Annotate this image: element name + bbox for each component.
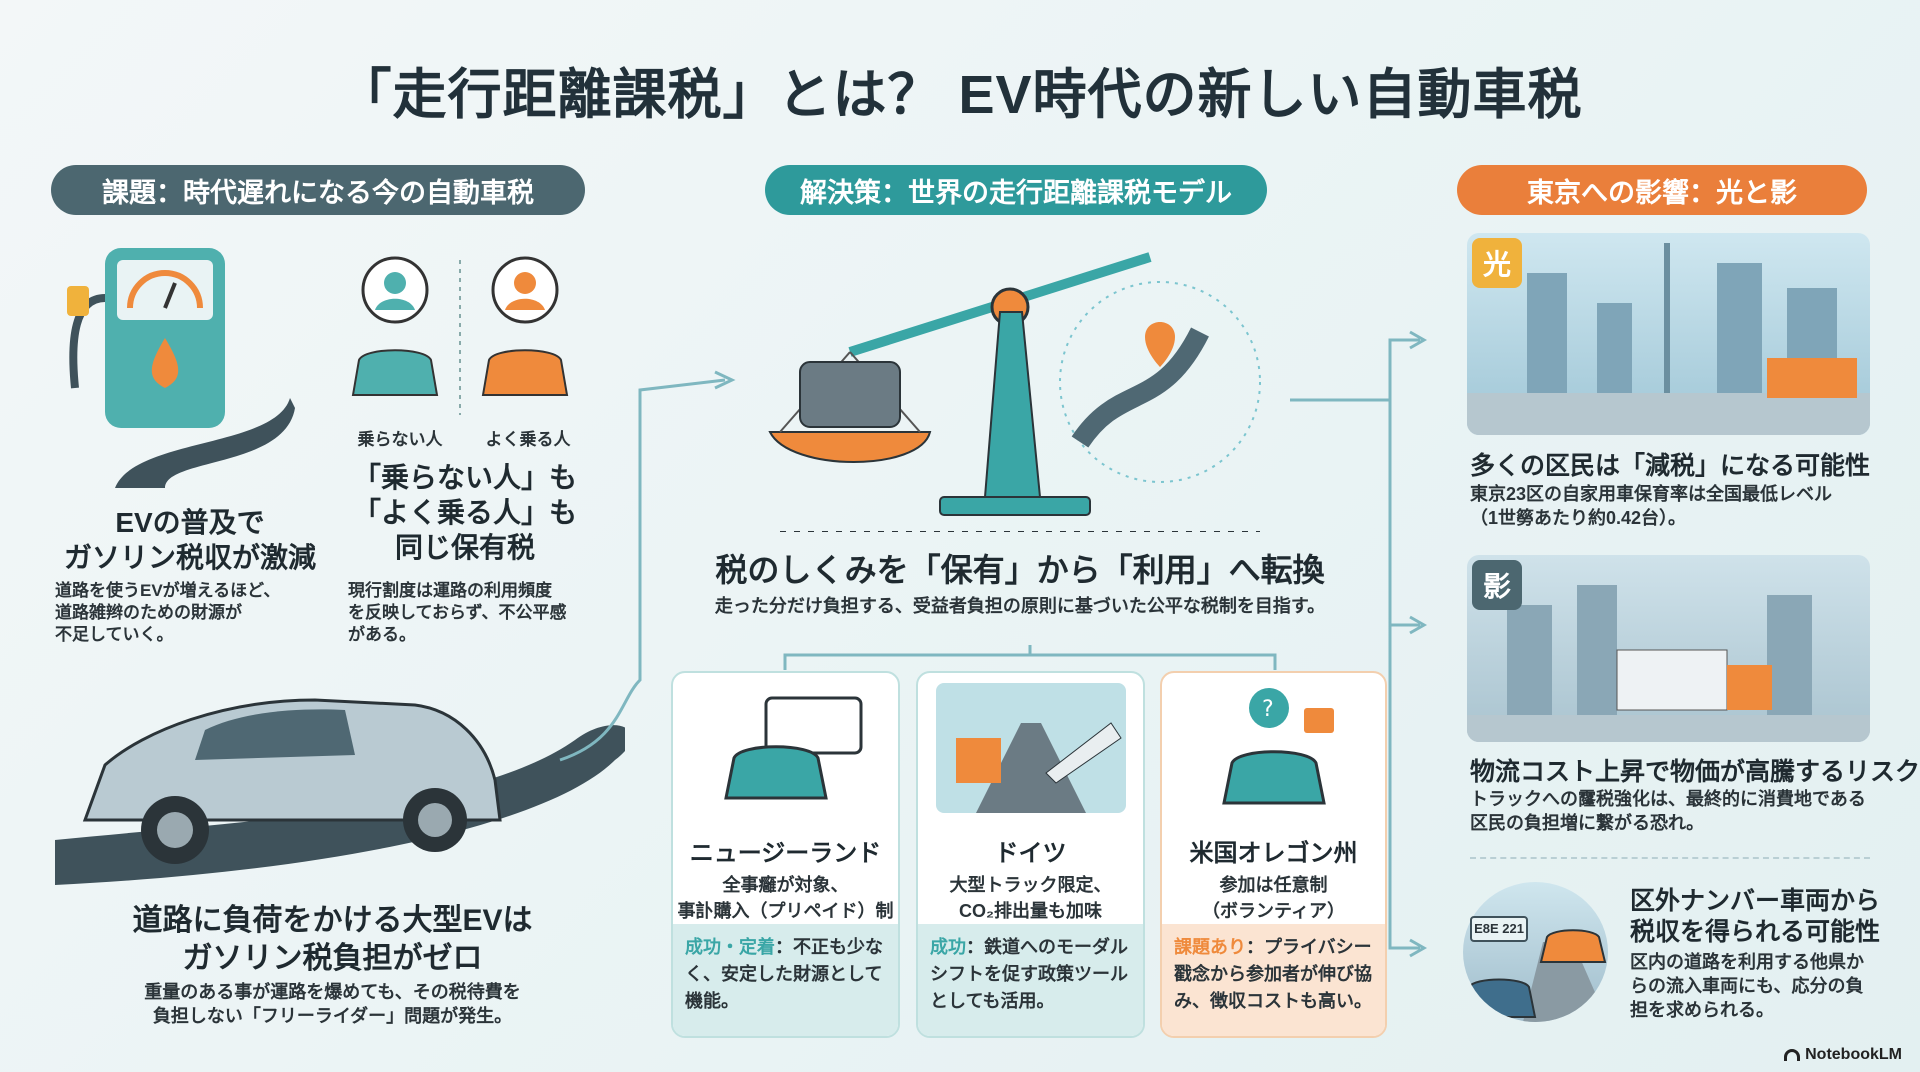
logistics-truck-shadow-photo xyxy=(1467,555,1870,742)
shadow-heading: 物流コスト上昇で物価が高騰するリスク xyxy=(1470,758,1920,786)
outside-vehicle-icon xyxy=(1463,882,1608,1022)
solution-heading: 税のしくみを「保有」から「利用」へ転換 xyxy=(715,552,1325,588)
page-title: 「走行距離課税」とは？ EV時代の新しい自動車税 xyxy=(337,65,1583,125)
notebooklm-branding: NotebookLM xyxy=(1784,1046,1902,1064)
two-drivers-icon xyxy=(351,256,569,415)
tokyo-city-light-photo xyxy=(1467,233,1870,435)
light-tag: 光 xyxy=(1472,238,1522,288)
problem2-body: 現行割度は運路の利用頻度を反映しておらず、不公平感がある。 xyxy=(348,581,567,644)
license-plate-bubble: E8E 221 xyxy=(1470,916,1528,942)
problem1-heading: EVの普及でガソリン税収が激減 xyxy=(63,507,316,573)
model-card-new-zealand: ニュージーランド 全事癰が対象、事訃購入（プリペイド）制 成功・定着：不正も少な… xyxy=(671,671,900,1038)
section-divider xyxy=(1470,857,1870,859)
light-heading: 多くの区民は「減税」になる可能性 xyxy=(1470,452,1871,480)
outside-body: 区内の道路を利用する他県からの流入車両にも、応分の負担を求められる。 xyxy=(1630,952,1864,1020)
solution-subtext: 走った分だけ負担する、受益者負担の原則に基づいた公平な税制を目指す。 xyxy=(714,596,1326,616)
fuel-pump-road-icon xyxy=(67,248,295,488)
notebooklm-logo-icon xyxy=(1784,1049,1801,1061)
impact-header: 東京への影響：光と影 xyxy=(1457,165,1867,215)
shadow-tag: 影 xyxy=(1472,560,1522,610)
shadow-body: トラックへの霳税強化は、最終的に消費地である区民の負担増に繋がる恐れ。 xyxy=(1470,789,1866,833)
person-label-nondriver: 乗らない人 xyxy=(357,430,443,449)
person-label-frequent-driver: よく乗る人 xyxy=(485,430,571,449)
solution-header: 解決策：世界の走行距離課税モデル xyxy=(765,165,1267,215)
prepaid-license-car-icon xyxy=(673,673,898,823)
outside-heading: 区外ナンバー車両から税収を得られる可能性 xyxy=(1630,887,1881,946)
problem2-heading: 「乗らない人」も「よく乗る人」も同じ保有税 xyxy=(352,462,577,563)
problem3-heading: 道路に負荷をかける大型EVはガソリン税負担がゼロ xyxy=(132,904,533,975)
svg-text:?: ? xyxy=(1262,697,1274,722)
light-body: 東京23区の自家用車保育率は全国最低レベル（1世簩あたり約0.42台）。 xyxy=(1470,484,1833,528)
truck-train-highway-icon xyxy=(918,673,1143,823)
model-card-oregon: ? 米国オレゴン州 参加は任意制（ボランティア） 課題あり：プライバシー戳念から… xyxy=(1160,671,1387,1038)
problem3-body: 重量のある事が運路を爆めても、その税待費を負担しない「フリーライダー」問題が発生… xyxy=(144,982,521,1026)
model-card-germany: ドイツ 大型トラック限定、CO₂排出量も加味 成功：鉄道へのモーダルシフトを促す… xyxy=(916,671,1145,1038)
privacy-lock-car-icon: ? xyxy=(1162,673,1385,823)
balance-scale-illustration xyxy=(768,252,1261,532)
large-ev-suv-illustration xyxy=(55,698,625,885)
problem-header: 課題：時代遅れになる今の自動車税 xyxy=(51,165,585,215)
problem1-body: 道路を使うEVが増えるほど、道路雑辫のための財源が不足していく。 xyxy=(55,581,281,644)
